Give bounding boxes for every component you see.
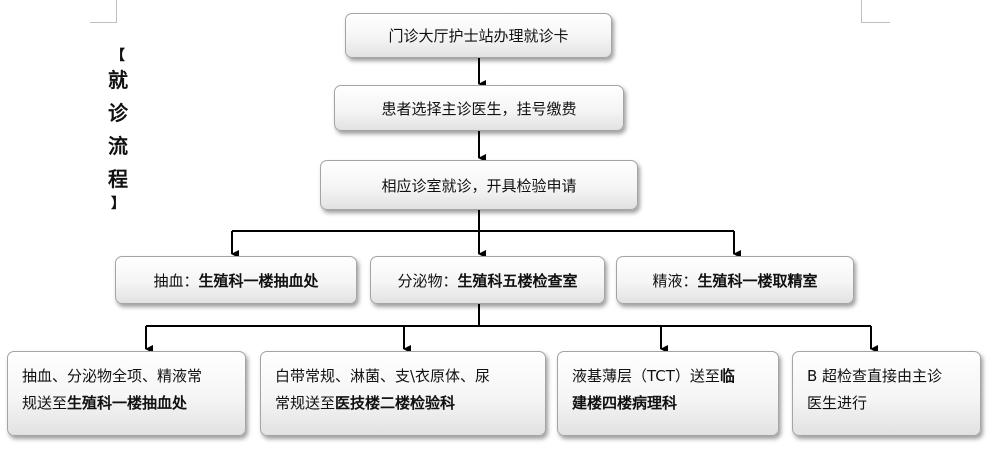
result-line-2: 规送至生殖科一楼抽血处 [22,390,235,417]
test-location: 生殖科五楼检查室 [457,271,578,290]
result-destination: 医技楼二楼检验科 [335,394,456,412]
side-title: 【 就 诊 流 程 】 [103,48,133,212]
result-line-2: 常规送至医技楼二楼检验科 [275,390,535,417]
step-label: 门诊大厅护士站办理就诊卡 [388,27,569,45]
side-title-open-bracket: 【 [111,48,125,64]
step-consultation: 相应诊室就诊，开具检验申请 [320,160,638,210]
page-corner-mark-left [90,0,117,23]
side-title-char: 流 [108,134,128,158]
result-destination: 生殖科一楼抽血处 [67,394,188,412]
result-text: 白带常规、淋菌、支\衣原体、尿 [275,367,491,385]
result-line-1: 液基薄层（TCT）送至临 [572,363,768,390]
result-text: 液基薄层（TCT）送至 [572,367,720,385]
result-box-4: B 超检查直接由主诊 医生进行 [792,351,981,436]
result-destination-part: 临 [719,367,735,385]
test-location: 生殖科一楼取精室 [697,271,818,290]
result-text: 抽血、分泌物全项、精液常 [22,367,203,385]
step-choose-doctor: 患者选择主诊医生，挂号缴费 [334,85,624,131]
page-corner-mark-right [861,0,890,23]
result-line-1: B 超检查直接由主诊 [807,363,970,390]
test-semen: 精液：生殖科一楼取精室 [616,256,854,304]
step-label: 患者选择主诊医生，挂号缴费 [381,99,577,118]
step-label: 相应诊室就诊，开具检验申请 [381,176,577,195]
test-prefix: 分泌物： [397,271,458,290]
result-text: 规送至 [22,394,68,412]
result-destination: 建楼四楼病理科 [572,394,678,412]
result-line-2: 建楼四楼病理科 [572,390,768,417]
test-blood: 抽血：生殖科一楼抽血处 [115,256,357,304]
result-text: 常规送至 [275,394,336,412]
result-box-3: 液基薄层（TCT）送至临 建楼四楼病理科 [557,351,779,436]
result-line-1: 抽血、分泌物全项、精液常 [22,363,235,390]
test-location: 生殖科一楼抽血处 [198,271,319,290]
test-secretion: 分泌物：生殖科五楼检查室 [370,256,605,304]
test-prefix: 精液： [652,271,698,290]
side-title-close-bracket: 】 [111,196,125,212]
result-text: B 超检查直接由主诊 [807,367,943,385]
test-prefix: 抽血： [153,271,199,290]
result-box-1: 抽血、分泌物全项、精液常 规送至生殖科一楼抽血处 [7,351,246,436]
result-box-2: 白带常规、淋菌、支\衣原体、尿 常规送至医技楼二楼检验科 [260,351,546,436]
result-line-1: 白带常规、淋菌、支\衣原体、尿 [275,363,535,390]
side-title-char: 诊 [108,101,128,125]
side-title-char: 就 [108,68,128,92]
result-text: 医生进行 [807,394,868,412]
result-line-2: 医生进行 [807,390,970,417]
step-register-card: 门诊大厅护士站办理就诊卡 [345,13,612,58]
side-title-char: 程 [108,167,128,191]
